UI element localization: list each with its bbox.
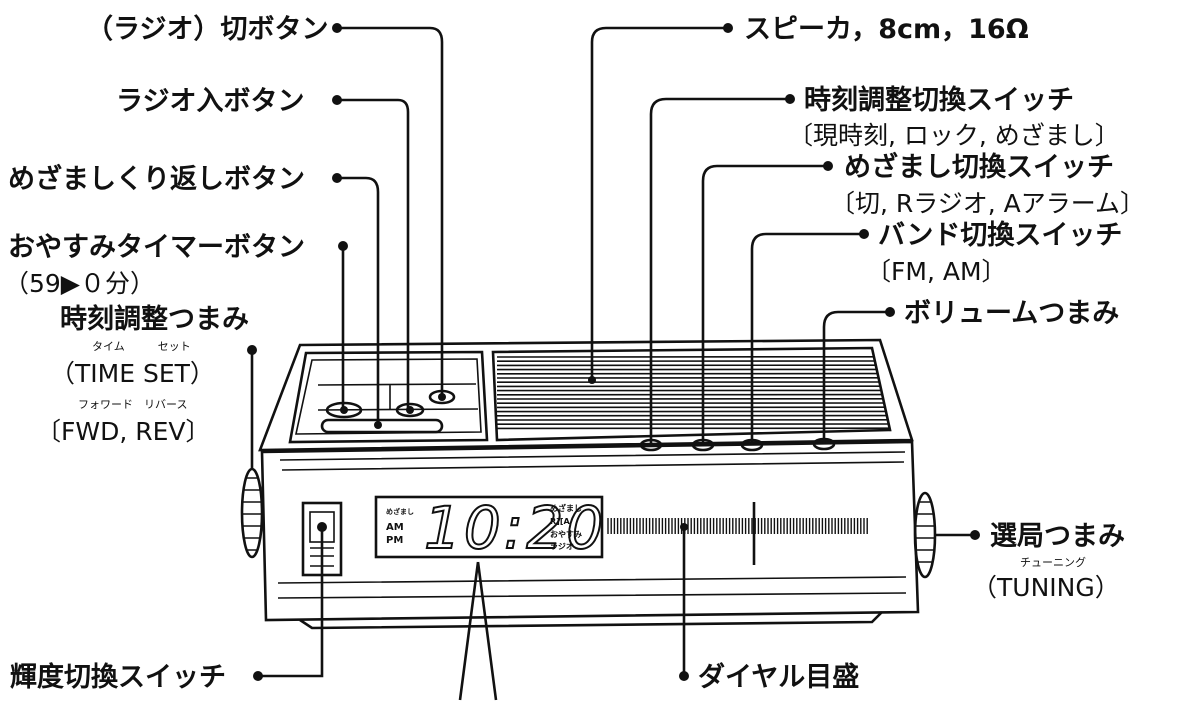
label-radio-on-button: ラジオ入ボタン bbox=[116, 86, 304, 117]
lcd-ra-tag: R][A bbox=[550, 517, 570, 526]
leader-lcd-display bbox=[460, 562, 496, 700]
label-tuning-en: （TUNING） bbox=[972, 573, 1120, 602]
label-sleep-timer-button: おやすみタイマーボタン bbox=[8, 232, 305, 263]
dial-scale bbox=[608, 518, 867, 534]
tuning-knob[interactable] bbox=[915, 493, 935, 577]
label-tuning-knob: 選局つまみ bbox=[990, 521, 1125, 552]
lcd-sleep-tag: おやすみ bbox=[550, 529, 582, 539]
label-alarm-options: 〔切, Rラジオ, Aアラーム〕 bbox=[830, 189, 1145, 218]
leader-speaker bbox=[592, 28, 728, 380]
label-dial-scale: ダイヤル目盛 bbox=[698, 661, 859, 693]
tuning-knob-ridges bbox=[916, 502, 934, 562]
speaker-grille bbox=[497, 357, 889, 429]
front-top-band bbox=[280, 452, 905, 470]
lcd-alarm-small: めざまし bbox=[386, 507, 414, 516]
label-alarm-switch: めざまし切換スイッチ bbox=[844, 151, 1114, 183]
leader-radio-on bbox=[337, 100, 408, 410]
label-radio-off-button: （ラジオ）切ボタン bbox=[86, 14, 328, 45]
label-time-mode-switch: 時刻調整切換スイッチ bbox=[804, 84, 1074, 116]
leader-time-mode bbox=[651, 99, 790, 445]
label-band-switch: バンド切換スイッチ bbox=[878, 220, 1122, 251]
ruby-time-set: タイム セット bbox=[92, 340, 191, 353]
ruby-fwd-rev: フォワード リバース bbox=[78, 398, 187, 411]
ruby-tuning: チューニング bbox=[1020, 555, 1086, 569]
button-well bbox=[290, 352, 487, 442]
leader-radio-off bbox=[337, 28, 442, 397]
radio-body: めざまし AM PM 10:20 めざまし R][A おやすみ ラジオ bbox=[242, 340, 935, 628]
lcd-radio-tag: ラジオ bbox=[550, 542, 574, 551]
label-speaker: スピーカ，8cm，16Ω bbox=[744, 14, 1029, 45]
labels: （ラジオ）切ボタン ラジオ入ボタン めざましくり返しボタン おやすみタイマーボタ… bbox=[4, 14, 1145, 693]
snooze-bar-button[interactable] bbox=[322, 420, 442, 432]
time-set-knob[interactable] bbox=[242, 469, 262, 557]
label-time-set-knob: 時刻調整つまみ bbox=[60, 303, 249, 335]
label-band-options: 〔FM, AM〕 bbox=[866, 257, 1007, 286]
label-time-mode-options: 〔現時刻, ロック, めざまし〕 bbox=[788, 121, 1120, 150]
lcd-am: AM bbox=[386, 522, 404, 533]
leader-brightness bbox=[258, 527, 322, 676]
label-snooze-button: めざましくり返しボタン bbox=[8, 163, 305, 195]
label-volume-knob: ボリュームつまみ bbox=[904, 298, 1119, 329]
label-fwd-rev: 〔FWD, REV〕 bbox=[36, 417, 211, 446]
lcd-pm: PM bbox=[386, 535, 403, 546]
label-time-set-en: （TIME SET） bbox=[50, 359, 215, 388]
label-sleep-timer-note: （59▶０分） bbox=[4, 269, 155, 298]
label-brightness-switch: 輝度切換スイッチ bbox=[10, 661, 226, 693]
lcd-alarm-tag: めざまし bbox=[550, 503, 582, 513]
front-bottom-trim bbox=[278, 577, 906, 598]
time-set-knob-ridges bbox=[243, 478, 261, 550]
